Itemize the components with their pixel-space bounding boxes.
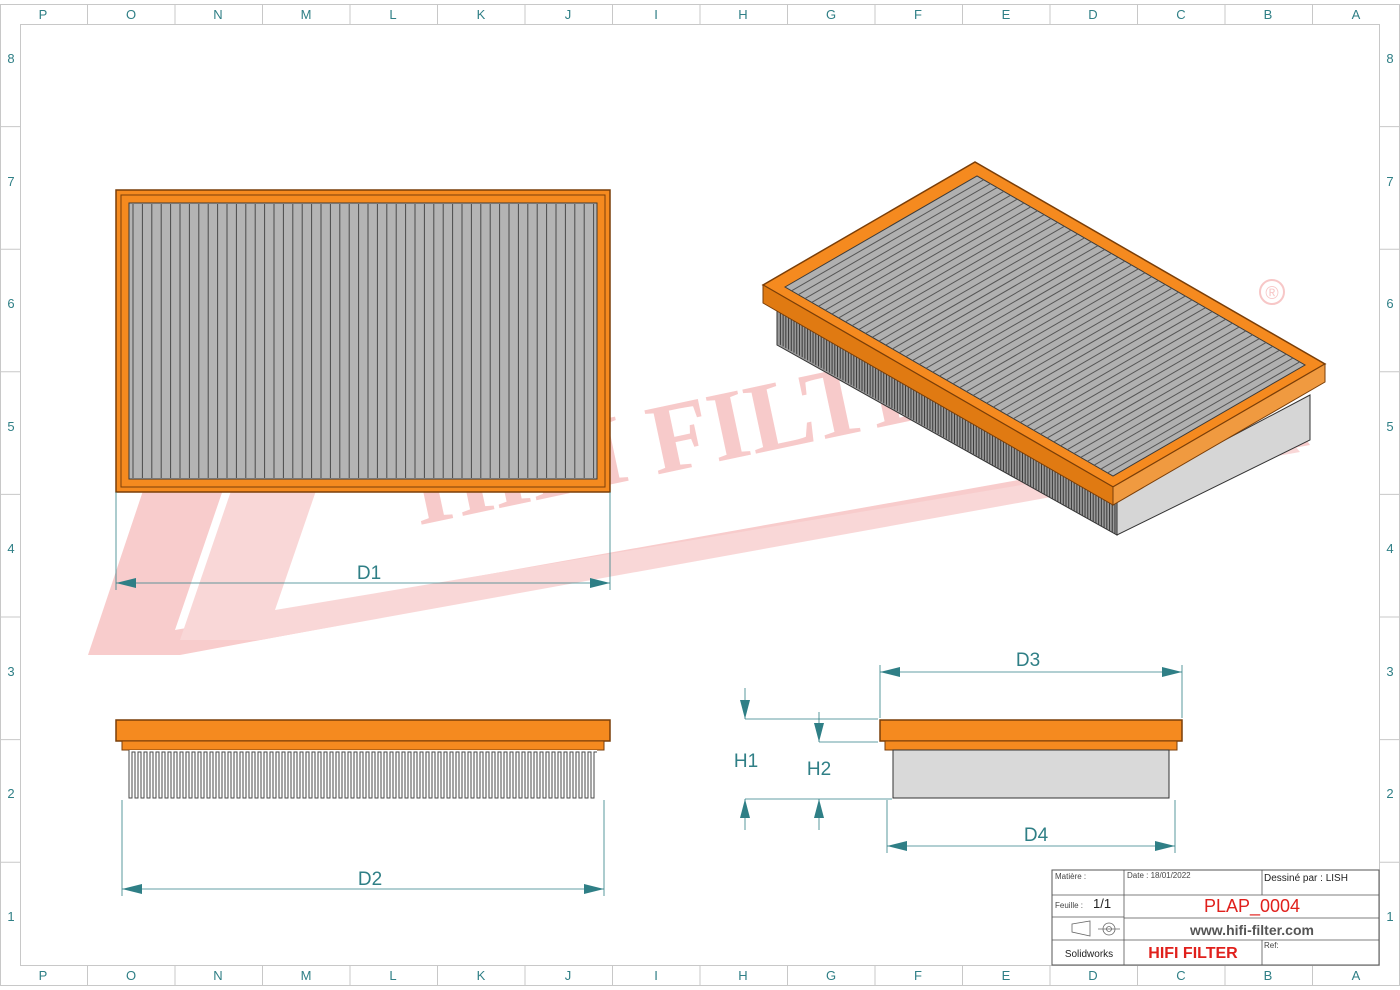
row-label-left-3: 3 (7, 664, 14, 679)
col-label-top-j: J (565, 7, 572, 22)
date-label: Date : 18/01/2022 (1127, 871, 1191, 880)
part-code: PLAP_0004 (1204, 896, 1300, 917)
col-label-bottom-d: D (1088, 968, 1097, 983)
dimension-labels: D1 D2 D3 D4 H1 H2 (357, 563, 1049, 890)
dimension-d4-label: D4 (1024, 825, 1049, 846)
iso-frame-side-edge (1112, 363, 1326, 506)
projection-symbol-icon (1071, 920, 1120, 937)
dimension-lines (115, 492, 1183, 896)
col-label-top-o: O (126, 7, 136, 22)
col-label-top-h: H (738, 7, 747, 22)
col-label-bottom-l: L (389, 968, 396, 983)
brand-text: HIFI FILTER (1148, 945, 1238, 962)
row-label-right-8: 8 (1386, 51, 1393, 66)
dimension-d1-label: D1 (357, 563, 381, 584)
row-label-right-7: 7 (1386, 174, 1393, 189)
col-label-bottom-b: B (1264, 968, 1273, 983)
front-view-pleats (128, 750, 597, 799)
side-view-media (892, 749, 1170, 799)
col-label-bottom-c: C (1176, 968, 1185, 983)
col-label-top-b: B (1264, 7, 1273, 22)
col-label-top-c: C (1176, 7, 1185, 22)
col-label-bottom-j: J (565, 968, 572, 983)
col-label-top-m: M (301, 7, 312, 22)
col-label-top-e: E (1002, 7, 1011, 22)
dimension-d3-label: D3 (1016, 650, 1040, 671)
col-label-bottom-a: A (1352, 968, 1361, 983)
front-view-filter (115, 719, 611, 799)
side-view-filter (879, 719, 1183, 799)
col-label-bottom-p: P (39, 968, 48, 983)
side-view-frame (879, 719, 1183, 742)
col-label-top-i: I (654, 7, 658, 22)
col-label-top-k: K (477, 7, 486, 22)
col-label-top-p: P (39, 7, 48, 22)
col-label-top-g: G (826, 7, 836, 22)
row-label-right-4: 4 (1386, 541, 1393, 556)
dimension-h1-label: H1 (734, 751, 758, 772)
col-label-bottom-i: I (654, 968, 658, 983)
registered-mark-circle (1259, 279, 1285, 305)
top-view-pleats (132, 204, 595, 478)
col-label-top-n: N (213, 7, 222, 22)
col-label-bottom-h: H (738, 968, 747, 983)
software-text: Solidworks (1065, 949, 1113, 960)
material-label: Matière : (1055, 872, 1086, 881)
registered-mark-icon: ® (1265, 283, 1278, 303)
row-label-left-8: 8 (7, 51, 14, 66)
row-label-right-3: 3 (1386, 664, 1393, 679)
col-label-bottom-e: E (1002, 968, 1011, 983)
sheet-value: 1/1 (1093, 896, 1111, 911)
row-label-right-2: 2 (1386, 786, 1393, 801)
row-label-right-6: 6 (1386, 296, 1393, 311)
col-label-bottom-m: M (301, 968, 312, 983)
row-label-left-4: 4 (7, 541, 14, 556)
col-label-top-d: D (1088, 7, 1097, 22)
row-label-left-6: 6 (7, 296, 14, 311)
top-view-filter (115, 189, 611, 493)
dimension-d2-label: D2 (358, 869, 382, 890)
col-label-bottom-k: K (477, 968, 486, 983)
title-block: Matière : Date : 18/01/2022 Dessiné par … (1051, 869, 1380, 966)
front-view-frame (115, 719, 611, 742)
drawn-by-label: Dessiné par : LISH (1264, 873, 1348, 884)
row-label-left-2: 2 (7, 786, 14, 801)
col-label-bottom-o: O (126, 968, 136, 983)
col-label-bottom-g: G (826, 968, 836, 983)
isometric-view-filter (761, 161, 1327, 536)
zone-labels: P O N M L K J I H G F E D C B A P O N M … (7, 7, 1393, 983)
iso-pleat-side-face (1116, 394, 1311, 536)
row-label-right-5: 5 (1386, 419, 1393, 434)
row-label-left-1: 1 (7, 909, 14, 924)
ref-label: Ref: (1264, 941, 1279, 950)
col-label-top-f: F (914, 7, 922, 22)
watermark-swoosh-inner (180, 440, 1300, 640)
col-label-bottom-n: N (213, 968, 222, 983)
col-label-bottom-f: F (914, 968, 922, 983)
col-label-top-a: A (1352, 7, 1361, 22)
col-label-top-l: L (389, 7, 396, 22)
dimension-h2-label: H2 (807, 759, 831, 780)
top-view-media (128, 202, 598, 480)
row-label-right-1: 1 (1386, 909, 1393, 924)
row-label-left-7: 7 (7, 174, 14, 189)
sheet-label: Feuille : (1055, 901, 1083, 910)
website-text: www.hifi-filter.com (1189, 922, 1314, 938)
row-label-left-5: 5 (7, 419, 14, 434)
